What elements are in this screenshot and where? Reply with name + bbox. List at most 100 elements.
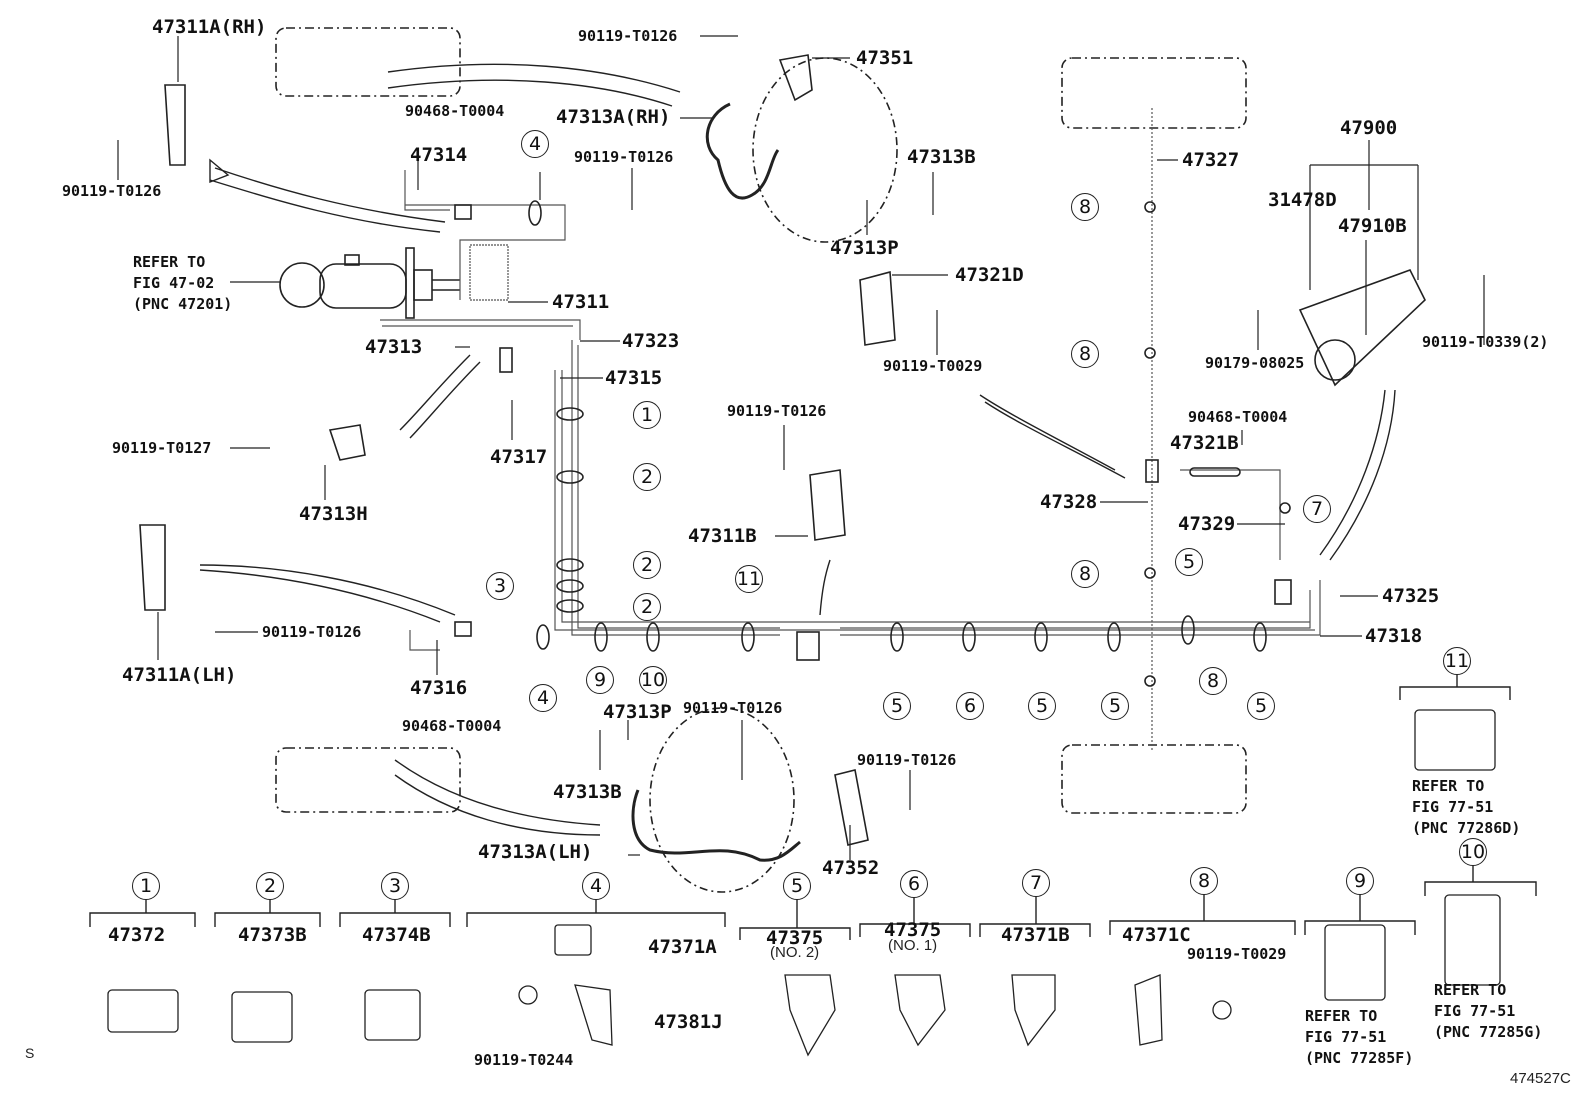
phantom-outline-front-left [275, 27, 461, 97]
label-47313b-rh: 47313B [907, 146, 976, 168]
callout-circle: 6 [956, 692, 984, 720]
clip-77286d-icon [1414, 709, 1496, 771]
legend-num-2: 2 [256, 872, 284, 900]
legend-num-6: 6 [900, 870, 928, 898]
bracket-47311a-rh-shape [164, 84, 186, 166]
bracket-47311b-shape [809, 469, 846, 541]
callout-circle: 7 [1303, 495, 1331, 523]
legend-part-47372: 47372 [108, 924, 166, 946]
phantom-circle-rh [752, 57, 898, 243]
label-clip-bottom-left: 90468-T0004 [402, 717, 502, 735]
callout-circle: 8 [1071, 193, 1099, 221]
bolt-t0244-icon [518, 985, 538, 1005]
legend-refer-9-line1: REFER TO [1305, 1007, 1378, 1025]
label-47313a-lh: 47313A(LH) [478, 841, 593, 863]
callout-circle: 9 [586, 666, 614, 694]
label-clip-top-left: 90468-T0004 [405, 102, 505, 120]
leader-lines [117, 35, 1485, 860]
callout-circle: 8 [1071, 340, 1099, 368]
bolt-t0029-icon [1212, 1000, 1232, 1020]
clip-47371b-icon [1011, 974, 1056, 1047]
label-47311a-rh: 47311A(RH) [152, 16, 267, 38]
callout-circle: 4 [521, 130, 549, 158]
label-47325: 47325 [1382, 585, 1440, 607]
label-clip-right: 90468-T0004 [1188, 408, 1288, 426]
label-47318: 47318 [1365, 625, 1423, 647]
phantom-circle-lh [649, 707, 795, 893]
junction-lh-fitting [454, 621, 472, 637]
clip-47375-no2-icon [784, 974, 836, 1057]
label-47313a-rh: 47313A(RH) [556, 106, 671, 128]
label-47910b: 47910B [1338, 215, 1407, 237]
label-47313h: 47313H [299, 503, 368, 525]
hose-rh-shape [705, 102, 780, 200]
legend-part-t0244: 90119-T0244 [474, 1051, 574, 1069]
phantom-outline-rear-left [275, 747, 461, 813]
label-47351: 47351 [856, 47, 914, 69]
callout-circle: 5 [1175, 548, 1203, 576]
label-47329: 47329 [1178, 513, 1236, 535]
assembly-arrows [199, 63, 1396, 836]
callout-circle: 5 [1028, 692, 1056, 720]
legend-part-47381j: 47381J [654, 1011, 723, 1033]
junction-block-upper [499, 347, 513, 373]
legend-refer-10-line3: (PNC 77285G) [1434, 1023, 1543, 1041]
legend-note-no2: (NO. 2) [770, 944, 820, 961]
clip-47372-icon [107, 989, 179, 1033]
label-47900: 47900 [1340, 117, 1398, 139]
label-nut-08025: 90179-08025 [1205, 354, 1305, 372]
legend-refer-11-line3: (PNC 77286D) [1412, 819, 1521, 837]
callout-circle: 2 [633, 463, 661, 491]
spring-31478d [1314, 339, 1356, 381]
legend-part-47371a: 47371A [648, 936, 717, 958]
callout-circle: 2 [633, 593, 661, 621]
legend-num-7: 7 [1022, 869, 1050, 897]
legend-part-47371c: 47371C [1122, 924, 1191, 946]
phantom-outline-front-right [1061, 57, 1247, 129]
clip-77285f-icon [1324, 924, 1386, 1001]
legend-num-3: 3 [381, 872, 409, 900]
callout-circle: 11 [735, 565, 763, 593]
callout-circle: 3 [486, 572, 514, 600]
legend-part-t0029: 90119-T0029 [1187, 945, 1287, 963]
label-47316: 47316 [410, 677, 468, 699]
junction-block-center [796, 631, 820, 661]
pipe-47321b [1189, 467, 1241, 477]
legend-refer-10-line2: FIG 77-51 [1434, 1002, 1516, 1020]
refer-master-line1: REFER TO [133, 253, 206, 271]
label-47311a-lh: 47311A(LH) [122, 664, 237, 686]
callout-circle: 5 [1101, 692, 1129, 720]
label-bolt-47311b: 90119-T0126 [727, 402, 827, 420]
label-47327: 47327 [1182, 149, 1240, 171]
legend-num-11: 11 [1443, 647, 1471, 675]
legend-part-47375-no2: 47375 [766, 927, 824, 949]
callout-circle: 5 [883, 692, 911, 720]
legend-clip-icons [107, 709, 1501, 1057]
bracket-47321d-shape [859, 270, 896, 346]
legend-refer-11-line2: FIG 77-51 [1412, 798, 1494, 816]
clip-47375-no1-icon [894, 974, 946, 1047]
bracket-47311a-lh-shape [139, 524, 166, 611]
callout-circle: 4 [529, 684, 557, 712]
legend-part-47373b: 47373B [238, 924, 307, 946]
label-47321d: 47321D [955, 264, 1024, 286]
label-bolt-t0339: 90119-T0339(2) [1422, 333, 1549, 351]
refer-master-line3: (PNC 47201) [133, 295, 233, 313]
legend-part-47371b: 47371B [1001, 924, 1070, 946]
bracket-47381j-icon [574, 984, 613, 1046]
label-bolt-t0127: 90119-T0127 [112, 439, 212, 457]
legend-refer-9-line3: (PNC 77285F) [1305, 1049, 1414, 1067]
label-bolt-t0029-top: 90119-T0029 [883, 357, 983, 375]
valve-47900-shape [1298, 269, 1426, 387]
hose-lh-shape [631, 789, 801, 862]
callout-circle: 2 [633, 551, 661, 579]
label-47311b: 47311B [688, 525, 757, 547]
legend-num-9: 9 [1346, 867, 1374, 895]
clip-47371c-icon [1134, 974, 1163, 1046]
label-47352-bolt: 90119-T0126 [857, 751, 957, 769]
callout-circle: 8 [1199, 667, 1227, 695]
label-47315: 47315 [605, 367, 663, 389]
legend-refer-9-line2: FIG 77-51 [1305, 1028, 1387, 1046]
clamp-markers [528, 200, 1291, 687]
